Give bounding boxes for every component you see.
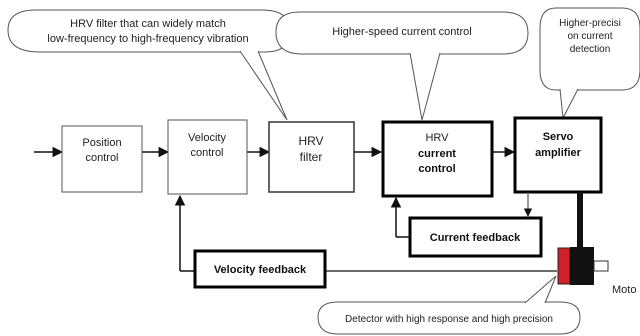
position-control-line2: control [85,152,118,164]
servo-amplifier-line1: Servo [543,131,574,143]
servo-to-motor-cable [577,192,583,247]
hrv-filter-line1: HRV [298,134,323,148]
servo-amplifier-block: Servo amplifier [513,116,603,194]
current-feedback-path [390,192,533,238]
velocity-feedback-label: Velocity feedback [214,264,307,276]
velocity-feedback-block: Velocity feedback [193,249,327,289]
hrv-current-control-line3: control [418,163,455,175]
position-control-block: Position control [61,125,143,193]
velocity-feedback-path [174,194,557,272]
motor-body [570,247,594,285]
hrv-filter-block: HRV filter [268,121,355,193]
callout-detector-line1: Detector with high response and high pre… [345,314,553,325]
motor-shaft [593,260,609,272]
hrv-current-control-block: HRV current control [381,120,494,198]
velocity-control-line2: control [190,147,223,159]
motor-encoder [557,247,571,285]
callout-hrv-filter-line2: low-frequency to high-frequency vibratio… [47,33,248,45]
motor-label: Moto [612,284,636,296]
callout-detector: Detector with high response and high pre… [317,275,581,335]
callout-detection: Higher-precisi on current detection [539,7,640,120]
motor: Moto [557,192,636,296]
velocity-control-line1: Velocity [188,132,226,144]
callout-hrv-filter-line1: HRV filter that can widely match [70,18,226,30]
callout-detection-line1: Higher-precisi [559,18,621,29]
callout-detection-line2: on current [567,31,612,42]
current-feedback-label: Current feedback [430,232,521,244]
current-feedback-block: Current feedback [408,216,543,258]
velocity-control-block: Velocity control [167,119,248,195]
callout-detection-line3: detection [570,44,611,55]
callout-current-control: Higher-speed current control [275,11,529,121]
hrv-current-control-line1: HRV [425,132,449,144]
callout-hrv-filter: HRV filter that can widely match low-fre… [7,9,291,121]
position-control-line1: Position [82,137,121,149]
hrv-filter-line2: filter [300,150,323,164]
hrv-current-control-line2: current [418,148,456,160]
servo-amplifier-line2: amplifier [535,147,582,159]
callout-current-control-line1: Higher-speed current control [332,26,471,38]
